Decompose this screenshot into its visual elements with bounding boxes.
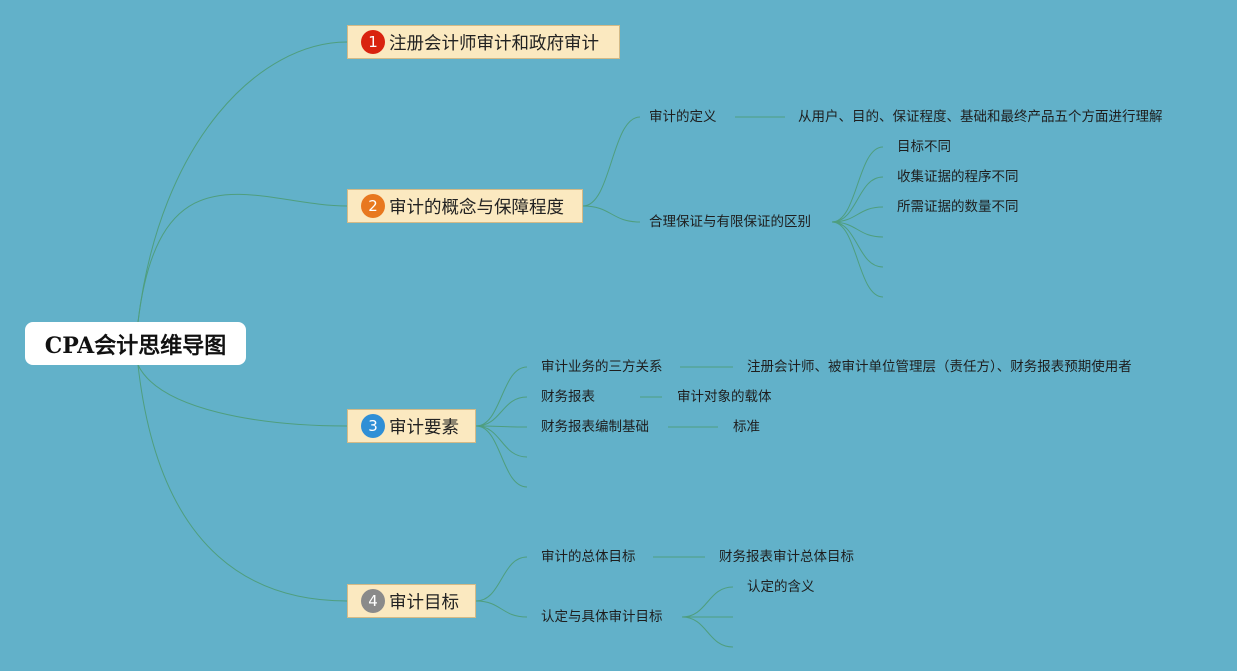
link-b3-child-1 — [475, 396, 528, 427]
branch-label-2: 审计的概念与保障程度 — [389, 197, 564, 218]
link-assertion-item-0 — [681, 586, 734, 618]
topic-reporting-framework[interactable]: 财务报表编制基础 — [541, 419, 649, 435]
branch-node-4[interactable]: 4 审计目标 — [347, 584, 476, 618]
number-badge-3: 3 — [361, 414, 385, 438]
link-assurance-item-3 — [831, 221, 884, 238]
topic-reporting-framework-detail[interactable]: 标准 — [733, 419, 760, 435]
branch-label-3: 审计要素 — [389, 417, 459, 438]
number-badge-2: 2 — [361, 194, 385, 218]
link-b4-overall — [475, 556, 528, 602]
link-assertion-item-2 — [681, 616, 734, 648]
topic-three-party-detail[interactable]: 注册会计师、被审计单位管理层（责任方）、财务报表预期使用者 — [747, 359, 1132, 375]
link-b3-child-4 — [475, 425, 528, 488]
link-assurance-item-4 — [831, 221, 884, 268]
link-root-branch-4 — [137, 364, 348, 602]
branch-label-4: 审计目标 — [389, 592, 459, 613]
link-assurance-item-2 — [831, 206, 884, 223]
link-b2-assurance — [582, 205, 641, 223]
link-b2-definition — [582, 116, 641, 207]
branch-node-2[interactable]: 2 审计的概念与保障程度 — [347, 189, 583, 223]
topic-audit-definition[interactable]: 审计的定义 — [649, 109, 717, 125]
link-b4-assertions — [475, 600, 528, 618]
topic-audit-definition-detail[interactable]: 从用户、目的、保证程度、基础和最终产品五个方面进行理解 — [798, 109, 1163, 125]
topic-financial-statements[interactable]: 财务报表 — [541, 389, 595, 405]
topic-assurance-difference[interactable]: 合理保证与有限保证的区别 — [649, 214, 811, 230]
branch-label-1: 注册会计师审计和政府审计 — [389, 33, 599, 54]
link-assurance-item-1 — [831, 176, 884, 223]
link-b3-child-0 — [475, 366, 528, 427]
number-badge-4: 4 — [361, 589, 385, 613]
link-b3-child-3 — [475, 425, 528, 458]
link-assurance-item-5 — [831, 221, 884, 298]
branch-node-1[interactable]: 1 注册会计师审计和政府审计 — [347, 25, 620, 59]
root-title: CPA会计思维导图 — [44, 332, 227, 359]
link-assurance-item-0 — [831, 146, 884, 223]
item-assertion-meaning[interactable]: 认定的含义 — [747, 579, 815, 595]
link-root-branch-1 — [137, 41, 348, 323]
number-badge-1: 1 — [361, 30, 385, 54]
root-node[interactable]: CPA会计思维导图 — [25, 322, 246, 365]
topic-overall-objective-detail[interactable]: 财务报表审计总体目标 — [719, 549, 854, 565]
item-quantity-differs[interactable]: 所需证据的数量不同 — [897, 199, 1019, 215]
item-objective-differs[interactable]: 目标不同 — [897, 139, 951, 155]
topic-three-party[interactable]: 审计业务的三方关系 — [541, 359, 663, 375]
link-root-branch-2 — [137, 193, 348, 323]
topic-financial-statements-detail[interactable]: 审计对象的载体 — [677, 389, 772, 405]
topic-assertions[interactable]: 认定与具体审计目标 — [541, 609, 663, 625]
topic-overall-objective[interactable]: 审计的总体目标 — [541, 549, 636, 565]
item-procedure-differs[interactable]: 收集证据的程序不同 — [897, 169, 1019, 185]
link-b3-child-2 — [475, 425, 528, 428]
link-root-branch-3 — [137, 364, 348, 427]
branch-node-3[interactable]: 3 审计要素 — [347, 409, 476, 443]
